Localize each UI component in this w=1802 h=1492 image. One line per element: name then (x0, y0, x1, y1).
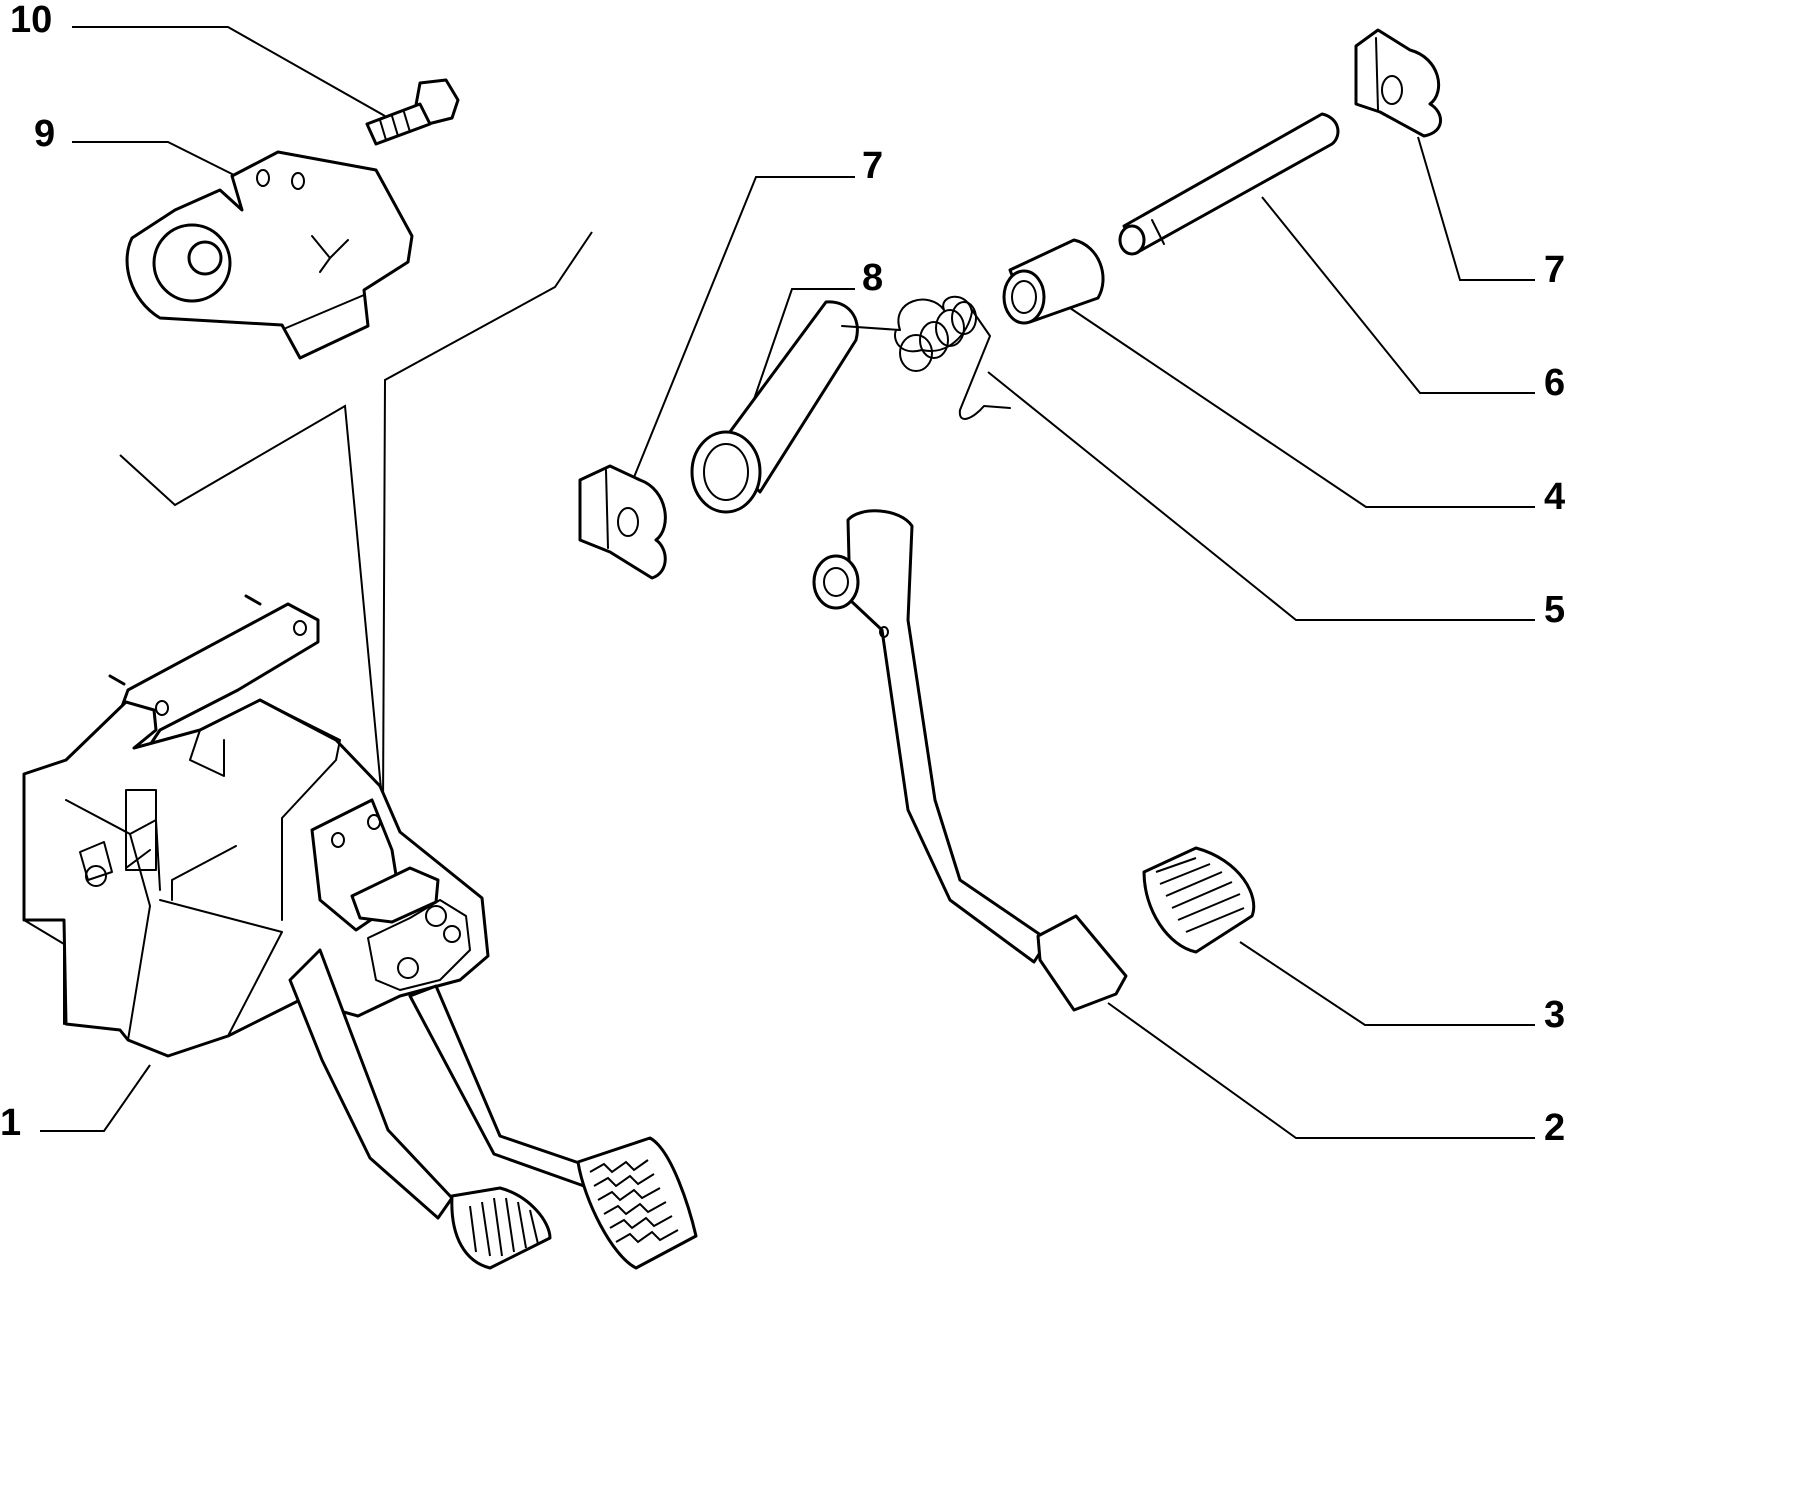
shaft-sleeve (1002, 238, 1105, 325)
callout-10: 10 (10, 0, 52, 41)
leader-1 (40, 1064, 151, 1132)
leader-lines (40, 26, 1535, 1139)
leader-4 (1069, 307, 1535, 508)
leader-10 (72, 26, 386, 117)
pivot-shaft (1118, 112, 1340, 256)
zone-bracket-line (119, 404, 384, 811)
leader-7-left (627, 176, 855, 493)
callout-9: 9 (34, 113, 55, 155)
clutch-pedal-lever (812, 509, 1128, 1012)
callout-5: 5 (1544, 589, 1565, 631)
callout-8: 8 (862, 257, 883, 299)
pedal-assembly-exploded-diagram: 10 9 7 8 7 6 4 5 3 2 1 (0, 0, 1565, 1270)
callout-7-left: 7 (862, 145, 883, 187)
callout-3: 3 (1544, 994, 1565, 1036)
callout-2: 2 (1544, 1107, 1565, 1149)
mounting-bracket (125, 150, 414, 360)
leader-2 (1107, 1002, 1535, 1139)
zone-bracket-line-right (382, 231, 593, 811)
retaining-clip-right (1354, 28, 1442, 138)
callout-6: 6 (1544, 362, 1565, 404)
callout-labels: 10 9 7 8 7 6 4 5 3 2 1 (0, 0, 1565, 1149)
pedal-box-assembly (22, 594, 698, 1270)
callout-1: 1 (0, 1102, 21, 1144)
bolt (365, 78, 460, 146)
callout-7-right: 7 (1544, 249, 1565, 291)
leader-6 (1261, 196, 1535, 394)
pivot-bushing (690, 300, 859, 514)
leader-3 (1239, 941, 1535, 1026)
leader-5 (987, 371, 1535, 621)
return-spring (841, 295, 1011, 420)
retaining-clip-left (578, 464, 667, 580)
leader-7-right (1417, 136, 1535, 281)
pedal-pad (1142, 846, 1256, 954)
callout-4: 4 (1544, 476, 1565, 518)
leader-9 (72, 141, 245, 181)
leader-8 (741, 288, 855, 435)
